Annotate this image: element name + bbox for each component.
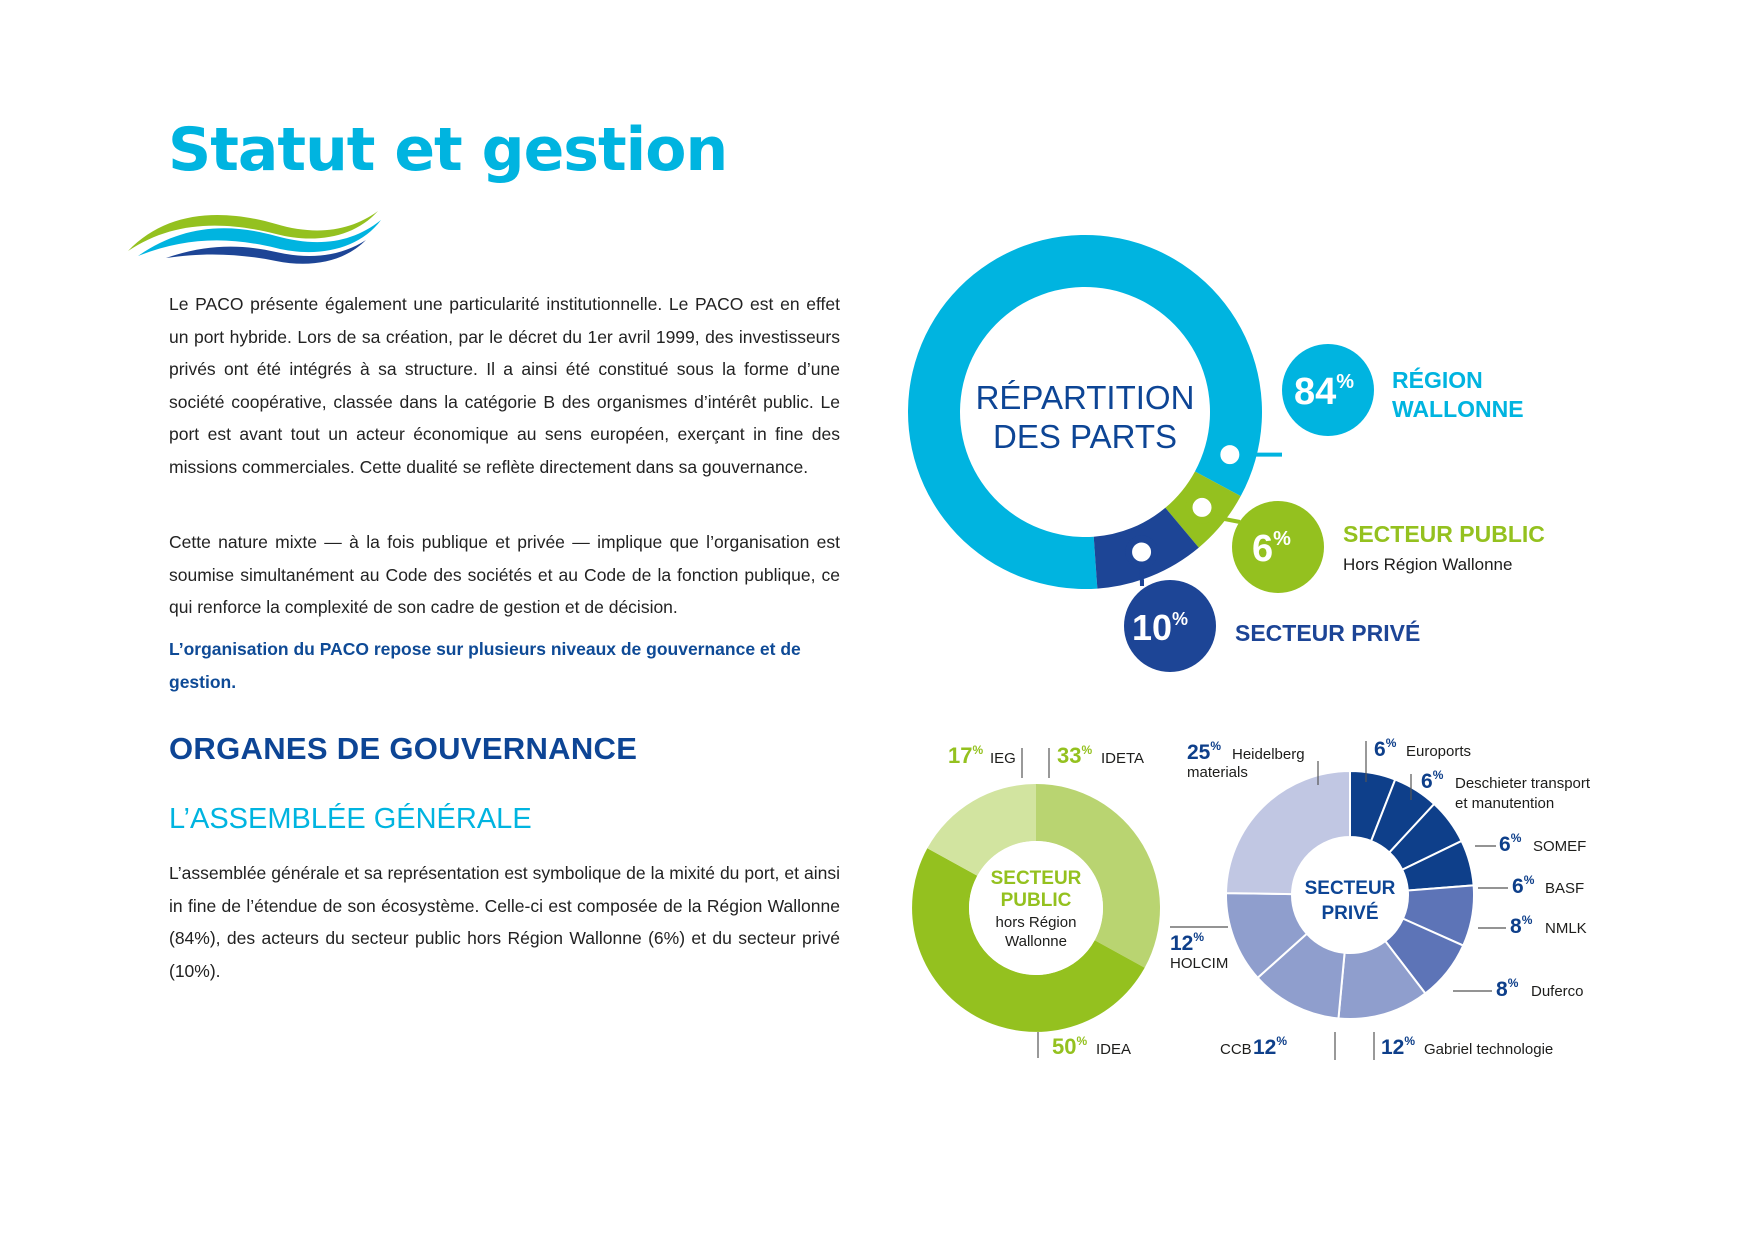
label-ccb: CCB xyxy=(1220,1041,1252,1058)
label-euroports: Euroports xyxy=(1406,743,1471,760)
public-slice-ieg xyxy=(927,783,1036,876)
wave-navy xyxy=(166,240,366,264)
public-title-line-1: SECTEUR xyxy=(991,868,1082,889)
leader-secteur-public xyxy=(1210,514,1241,524)
label-gabriel: Gabriel technologie xyxy=(1424,1041,1553,1058)
value-nmlk: 8% xyxy=(1510,913,1533,938)
value-gabriel: 12% xyxy=(1381,1034,1415,1059)
bubble-secteur-public xyxy=(1232,501,1324,593)
label-secteur-prive: SECTEUR PRIVÉ xyxy=(1235,619,1420,646)
label-deschieter-line-2: et manutention xyxy=(1455,795,1554,812)
label-ideta: IDETA xyxy=(1101,750,1144,767)
page-title: Statut et gestion xyxy=(168,115,728,185)
sublabel-secteur-public: Hors Région Wallonne xyxy=(1343,555,1512,574)
label-idea: IDEA xyxy=(1096,1041,1131,1058)
connector-secteur-prive-marker xyxy=(1125,535,1159,569)
label-region-wallonne-line-1: RÉGION xyxy=(1392,366,1483,393)
donut-slice-region-wallonne xyxy=(907,234,1262,589)
label-basf: BASF xyxy=(1545,880,1584,897)
prive-title-line-1: SECTEUR xyxy=(1305,878,1396,899)
subsection-heading: L’ASSEMBLÉE GÉNÉRALE xyxy=(169,803,532,835)
label-nmlk: NMLK xyxy=(1545,920,1587,937)
value-ideta: 33% xyxy=(1057,743,1092,768)
value-euroports: 6% xyxy=(1374,736,1397,761)
value-idea: 50% xyxy=(1052,1034,1087,1059)
value-ccb: 12% xyxy=(1253,1034,1287,1059)
bubble-secteur-prive xyxy=(1124,580,1216,672)
value-heidelberg: 25% xyxy=(1187,739,1221,764)
label-deschieter-line-1: Deschieter transport xyxy=(1455,775,1591,792)
assembly-paragraph: L’assemblée générale et sa représentatio… xyxy=(169,863,840,981)
public-subtitle-line-1: hors Région xyxy=(996,914,1077,931)
wave-cyan xyxy=(138,220,381,256)
label-secteur-public: SECTEUR PUBLIC xyxy=(1343,521,1545,547)
label-duferco: Duferco xyxy=(1531,983,1584,1000)
connector-region-wallonne-marker xyxy=(1213,438,1247,472)
connector-secteur-public-marker xyxy=(1185,490,1219,524)
label-holcim: HOLCIM xyxy=(1170,955,1228,972)
value-somef: 6% xyxy=(1499,831,1522,856)
value-deschieter: 6% xyxy=(1421,768,1444,793)
value-secteur-public: 6% xyxy=(1252,528,1291,570)
value-duferco: 8% xyxy=(1496,976,1519,1001)
value-ieg: 17% xyxy=(948,743,983,768)
donut-title-line-1: RÉPARTITION xyxy=(976,379,1195,416)
label-heidelberg-line-1: Heidelberg xyxy=(1232,746,1305,763)
organisation-highlight: L’organisation du PACO repose sur plusie… xyxy=(169,639,801,692)
donut-title-line-2: DES PARTS xyxy=(993,418,1177,455)
value-secteur-prive: 10% xyxy=(1132,607,1188,648)
prive-slice-heidelberg xyxy=(1225,769,1351,896)
wave-logo xyxy=(128,211,381,264)
public-donut-hole xyxy=(969,841,1103,975)
public-slice-ideta xyxy=(1036,784,1160,968)
public-subtitle-line-2: Wallonne xyxy=(1005,933,1067,950)
value-region-wallonne: 84% xyxy=(1294,371,1354,413)
public-title-line-2: PUBLIC xyxy=(1001,890,1072,911)
label-somef: SOMEF xyxy=(1533,838,1586,855)
value-basf: 6% xyxy=(1512,873,1535,898)
section-heading: ORGANES DE GOUVERNANCE xyxy=(169,731,638,766)
intro-paragraph: Le PACO présente également une particula… xyxy=(169,294,840,477)
value-holcim: 12% xyxy=(1170,930,1204,955)
prive-title-line-2: PRIVÉ xyxy=(1321,902,1378,924)
public-slice-idea xyxy=(912,848,1145,1032)
label-region-wallonne-line-2: WALLONNE xyxy=(1392,396,1524,422)
bubble-region-wallonne xyxy=(1282,344,1374,436)
wave-green xyxy=(128,211,378,251)
label-heidelberg-line-2: materials xyxy=(1187,764,1248,781)
label-ieg: IEG xyxy=(990,750,1016,767)
mixed-nature-paragraph: Cette nature mixte — à la fois publique … xyxy=(169,532,840,617)
